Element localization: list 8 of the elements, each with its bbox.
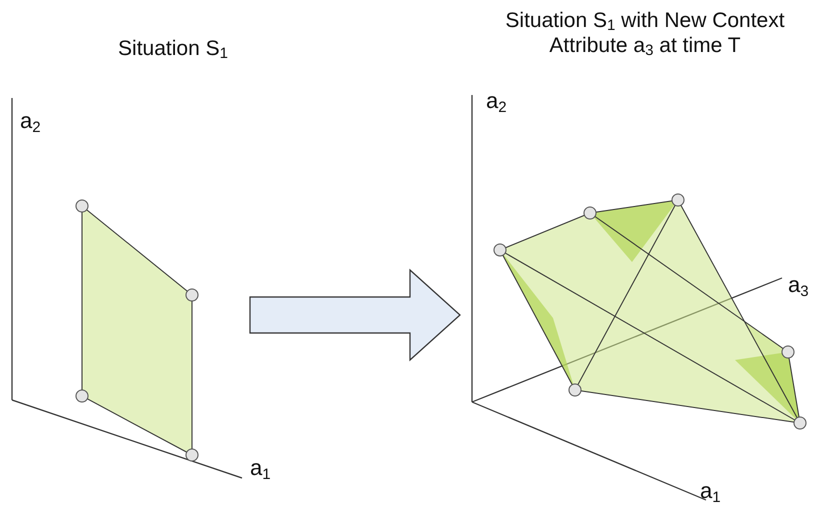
plot-title: Situation S$_{1}$ with New Context Attribute a$_{3}$ at time T xyxy=(504,8,786,58)
axis-label: a$_{2}$ xyxy=(20,108,41,134)
axis-label: a$_{3}$ xyxy=(788,272,809,298)
block-arrow xyxy=(249,268,461,362)
axis-label: a$_{1}$ xyxy=(250,455,271,481)
plot-title: Situation S$_{1}$ xyxy=(117,36,229,61)
axis-label: a$_{1}$ xyxy=(700,478,721,504)
axis-label: a$_{2}$ xyxy=(486,88,507,114)
